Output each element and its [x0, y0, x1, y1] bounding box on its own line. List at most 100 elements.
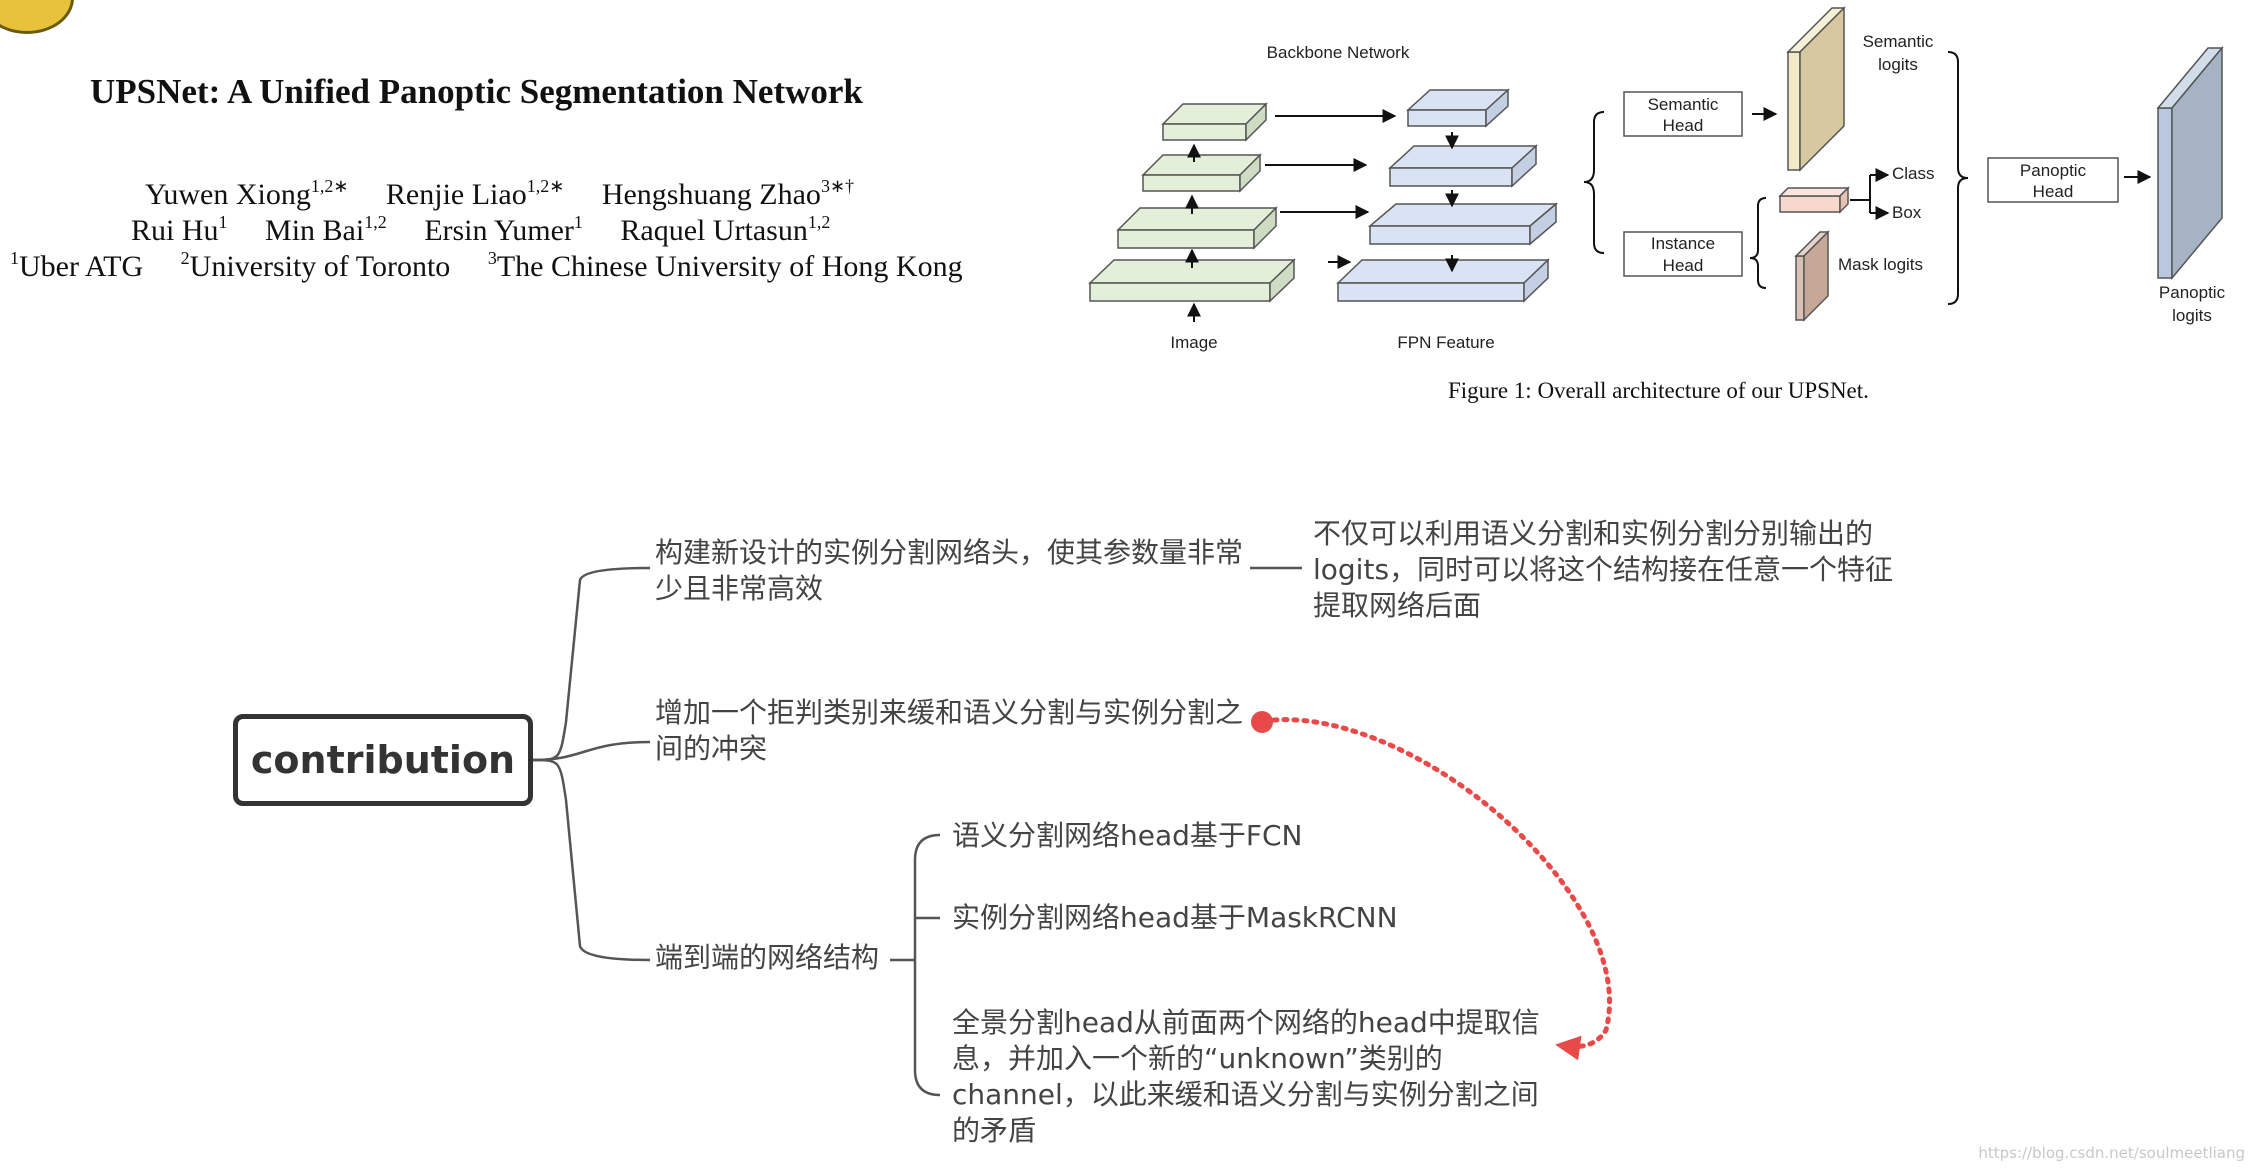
- panoptic-head-label: Head: [2033, 182, 2074, 201]
- mask-logits-label: Mask logits: [1838, 255, 1923, 274]
- layer-front-face: [1369, 225, 1531, 245]
- semantic-head-label: Head: [1663, 116, 1704, 135]
- author-name: Min Bai: [265, 214, 365, 247]
- panoptic-bracket: [1947, 51, 1969, 305]
- paper-title: UPSNet: A Unified Panoptic Segmentation …: [90, 72, 863, 111]
- affiliation: The Chinese University of Hong Kong: [496, 250, 963, 283]
- relationship-line[interactable]: [1271, 717, 1612, 1061]
- volume-top-face: [1778, 187, 1850, 197]
- layer-front-face: [1407, 109, 1487, 127]
- subtopic[interactable]: 实例分割网络head基于MaskRCNN: [952, 901, 1398, 934]
- class-label: Class: [1892, 164, 1935, 183]
- fpn-layer: [1336, 258, 1550, 303]
- fpn-pyramid: [1336, 88, 1559, 303]
- author-affil: 3∗†: [820, 176, 855, 196]
- author-name: Hengshuang Zhao: [601, 178, 821, 211]
- architecture-figure: Semantic Head Semantic logits Instance H…: [1088, 6, 2226, 352]
- author-name: Yuwen Xiong: [145, 178, 311, 211]
- semantic-logits-label: Semantic: [1863, 32, 1934, 51]
- branch-topic[interactable]: 构建新设计的实例分割网络头，使其参数量非常少且非常高效: [655, 536, 1244, 605]
- affiliation-line: 1Uber ATG 2University of Toronto 3The Ch…: [10, 248, 963, 284]
- author-name: Renjie Liao: [385, 178, 527, 211]
- layer-top-face: [1336, 259, 1550, 284]
- semantic-head-label: Semantic: [1648, 95, 1719, 114]
- box-label: Box: [1892, 203, 1922, 222]
- author-line-1: Yuwen Xiong1,2∗ Renjie Liao1,2∗ Hengshua…: [145, 176, 854, 212]
- affiliation: Uber ATG: [19, 250, 144, 283]
- panoptic-logits-label: Panoptic: [2159, 283, 2226, 302]
- volume-front-face: [1787, 51, 1801, 171]
- fpn-layer: [1367, 202, 1559, 246]
- semantic-logits-label: logits: [1878, 55, 1918, 74]
- fpn-layer: [1406, 88, 1510, 128]
- backbone-pyramid: [1088, 102, 1296, 322]
- affil-number: 2: [180, 248, 190, 268]
- volume-side-face: [2171, 45, 2223, 281]
- central-topic[interactable]: contribution: [233, 714, 533, 806]
- panoptic-head-box: [1987, 157, 2119, 203]
- watermark: https://blog.csdn.net/soulmeetliang: [1978, 1144, 2245, 1162]
- branch-topic[interactable]: 端到端的网络结构: [655, 941, 880, 974]
- volume-front-face: [2157, 107, 2173, 279]
- layer-side-face: [1523, 258, 1549, 303]
- subtopic[interactable]: 语义分割网络head基于FCN: [952, 819, 1303, 852]
- layer-side-face: [1485, 88, 1509, 128]
- author-line-2: Rui Hu1 Min Bai1,2 Ersin Yumer1 Raquel U…: [131, 212, 830, 248]
- figure-caption: Figure 1: Overall architecture of our UP…: [1448, 378, 1869, 403]
- volume-side-face: [1799, 6, 1845, 172]
- affil-number: 1: [10, 248, 19, 268]
- backbone-layer: [1088, 258, 1296, 303]
- volume-side-face: [1803, 230, 1829, 322]
- children-bracket: [913, 833, 941, 1097]
- author-affil: 1,2∗: [526, 176, 565, 196]
- layer-side-face: [1269, 258, 1295, 303]
- branch-note[interactable]: 不仅可以利用语义分割和实例分割分别输出的logits，同时可以将这个结构接在任意…: [1313, 517, 1894, 622]
- layer-side-face: [1245, 102, 1267, 142]
- semantic-logits-volume: [1786, 6, 1846, 172]
- layer-top-face: [1367, 203, 1559, 227]
- connector-branch-1: [532, 566, 651, 762]
- author-name: Rui Hu: [131, 214, 219, 247]
- affil-number: 3: [487, 248, 497, 268]
- layer-front-face: [1162, 123, 1247, 141]
- layer-side-face: [1511, 144, 1537, 188]
- layer-top-face: [1116, 207, 1278, 231]
- instance-head-label: Instance: [1651, 234, 1715, 253]
- backbone-layer: [1141, 153, 1262, 193]
- backbone-layer: [1161, 102, 1268, 142]
- fpn-layer: [1388, 144, 1538, 188]
- volume-front-face: [1779, 195, 1841, 213]
- volume-front-face: [1795, 255, 1805, 321]
- instance-bracket: [1749, 197, 1767, 289]
- volume-side-face: [1839, 186, 1849, 214]
- layer-side-face: [1529, 202, 1557, 246]
- layer-front-face: [1089, 282, 1271, 302]
- layer-front-face: [1117, 229, 1255, 249]
- panoptic-head-label: Panoptic: [2020, 161, 2087, 180]
- branch-topic[interactable]: 增加一个拒判类别来缓和语义分割与实例分割之间的冲突: [655, 696, 1244, 765]
- author-affil: 1,2: [364, 212, 387, 232]
- layer-top-face: [1388, 145, 1538, 169]
- layer-front-face: [1142, 174, 1241, 192]
- layer-front-face: [1389, 167, 1513, 187]
- subtopic[interactable]: 全景分割head从前面两个网络的head中提取信息，并加入一个新的“unknow…: [952, 1006, 1540, 1147]
- connector-branch-3: [532, 758, 651, 962]
- mindmap-connectors: [532, 566, 1612, 1097]
- layer-front-face: [1337, 282, 1525, 302]
- author-affil: 1,2∗: [310, 176, 349, 196]
- fpn-bracket: [1583, 111, 1605, 254]
- author-affil: 1,2: [807, 212, 831, 232]
- connector-branch-2: [532, 740, 651, 762]
- layer-side-face: [1253, 206, 1277, 250]
- author-name: Raquel Urtasun: [620, 214, 808, 247]
- panoptic-logits-label: logits: [2172, 306, 2212, 325]
- relationship-start-dot[interactable]: [1251, 711, 1273, 733]
- semantic-head-box: [1623, 91, 1743, 137]
- class-box-split: [1850, 174, 1886, 214]
- author-name: Ersin Yumer: [424, 214, 574, 247]
- panoptic-logits-volume: [2156, 45, 2224, 281]
- author-affil: 1: [573, 212, 583, 232]
- instance-head-box: [1623, 231, 1743, 277]
- layer-side-face: [1239, 153, 1261, 193]
- affiliation: University of Toronto: [189, 250, 451, 283]
